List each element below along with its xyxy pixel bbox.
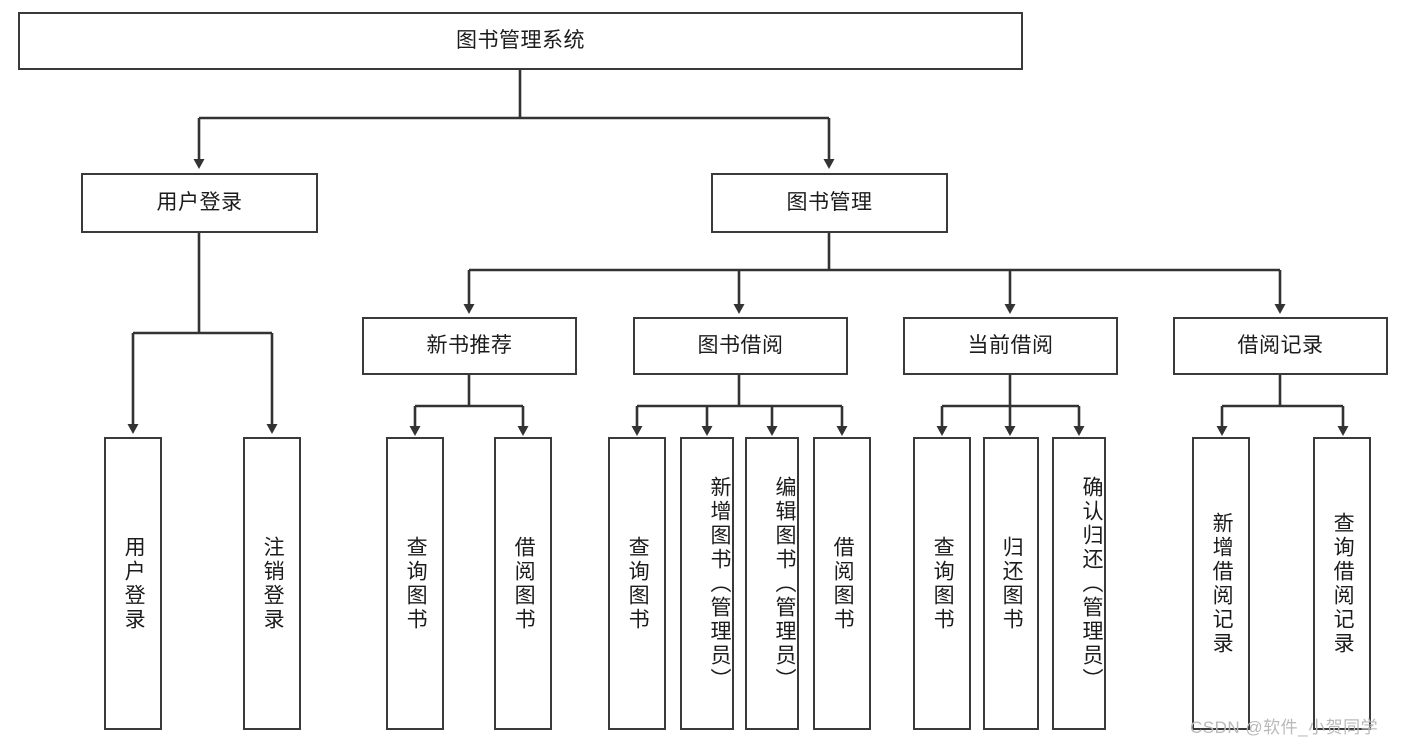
node-leaf-borrow-book-2[interactable]: 借阅图书 [813,437,871,730]
csdn-watermark: CSDN @软件_小贺同学 [1190,718,1379,737]
node-leaf-logout-login[interactable]: 注销登录 [243,437,301,730]
node-root-system[interactable]: 图书管理系统 [18,12,1023,70]
node-leaf-add-borrow-record[interactable]: 新增借阅记录 [1192,437,1250,730]
node-book-management[interactable]: 图书管理 [711,173,948,233]
node-leaf-borrow-book-1[interactable]: 借阅图书 [494,437,552,730]
node-leaf-add-book[interactable]: 新增图书（管理员） [680,437,734,730]
node-borrow-record[interactable]: 借阅记录 [1173,317,1388,375]
node-new-book-recommend[interactable]: 新书推荐 [362,317,577,375]
node-current-borrow[interactable]: 当前借阅 [903,317,1118,375]
node-book-borrow[interactable]: 图书借阅 [633,317,848,375]
node-leaf-query-book-1[interactable]: 查询图书 [386,437,444,730]
node-leaf-query-book-2[interactable]: 查询图书 [608,437,666,730]
node-leaf-confirm-return[interactable]: 确认归还（管理员） [1052,437,1106,730]
node-leaf-return-book[interactable]: 归还图书 [983,437,1039,730]
node-leaf-user-login[interactable]: 用户登录 [104,437,162,730]
node-leaf-query-book-3[interactable]: 查询图书 [913,437,971,730]
node-leaf-edit-book[interactable]: 编辑图书（管理员） [745,437,799,730]
node-leaf-query-borrow-record[interactable]: 查询借阅记录 [1313,437,1371,730]
node-user-login[interactable]: 用户登录 [81,173,318,233]
